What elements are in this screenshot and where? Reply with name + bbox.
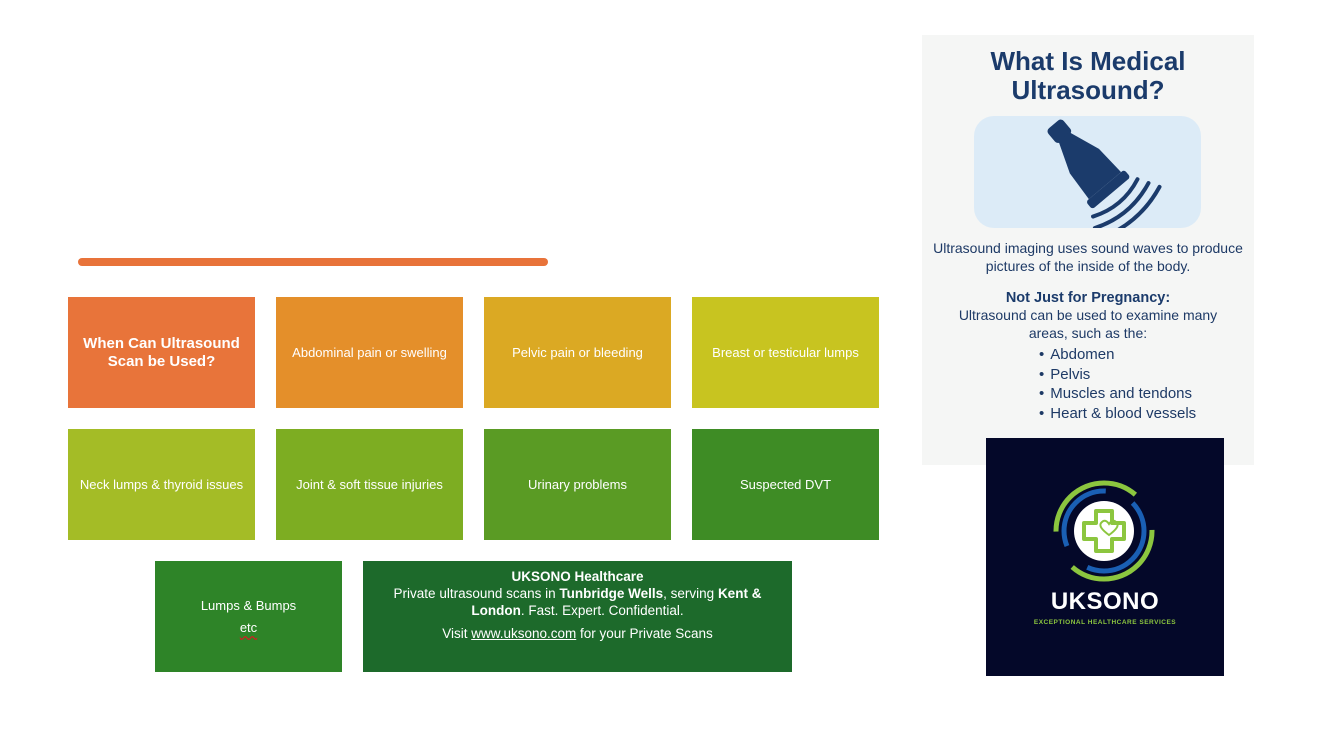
tile-abdominal-pain-text: Abdominal pain or swelling: [292, 345, 447, 360]
decorative-orange-stroke: [78, 258, 548, 266]
info-text-b: , serving: [663, 586, 718, 601]
tile-neck-lumps-text: Neck lumps & thyroid issues: [79, 477, 244, 492]
panel-subtext: Ultrasound can be used to examine many a…: [958, 307, 1218, 341]
tile-suspected-dvt: Suspected DVT: [692, 429, 879, 540]
tile-abdominal-pain: Abdominal pain or swelling: [276, 297, 463, 408]
tile-breast-lumps: Breast or testicular lumps: [692, 297, 879, 408]
ultrasound-info-panel: What Is Medical Ultrasound? Ultrasound i…: [922, 35, 1254, 465]
info-visit-line: Visit www.uksono.com for your Private Sc…: [377, 625, 778, 642]
list-item: Heart & blood vessels: [1039, 404, 1196, 424]
info-heading: UKSONO Healthcare: [511, 569, 644, 584]
tile-joint-injuries-text: Joint & soft tissue injuries: [296, 477, 443, 492]
tile-title-text: When Can Ultrasound Scan be Used?: [83, 334, 240, 370]
logo-name: UKSONO: [1050, 588, 1160, 615]
tile-suspected-dvt-text: Suspected DVT: [739, 477, 832, 492]
areas-list: Abdomen Pelvis Muscles and tendons Heart…: [1039, 345, 1196, 423]
tile-title: When Can Ultrasound Scan be Used?: [68, 297, 255, 408]
panel-subheading: Not Just for Pregnancy:: [1005, 290, 1171, 306]
list-item: Abdomen: [1039, 345, 1196, 365]
website-link[interactable]: www.uksono.com: [471, 626, 577, 641]
panel-title: What Is Medical Ultrasound?: [990, 46, 1186, 105]
tile-joint-injuries: Joint & soft tissue injuries: [276, 429, 463, 540]
info-text-c: . Fast. Expert. Confidential.: [520, 603, 684, 618]
tile-urinary-problems: Urinary problems: [484, 429, 671, 540]
list-item: Muscles and tendons: [1039, 384, 1196, 404]
tile-pelvic-pain: Pelvic pain or bleeding: [484, 297, 671, 408]
uksono-info-box: UKSONO Healthcare Private ultrasound sca…: [363, 561, 792, 672]
logo-tagline: EXCEPTIONAL HEALTHCARE SERVICES: [1033, 619, 1177, 626]
info-place-kent-london: Kent & London: [471, 586, 762, 618]
panel-description: Ultrasound imaging uses sound waves to p…: [933, 240, 1243, 274]
tile-urinary-problems-text: Urinary problems: [528, 477, 627, 492]
list-item: Pelvis: [1039, 365, 1196, 385]
medical-cross-heart-icon: [1053, 480, 1155, 582]
info-text-a: Private ultrasound scans in: [393, 586, 560, 601]
info-visit-b: for your Private Scans: [576, 626, 713, 641]
tile-lumps-bumps-text: Lumps & Bumps: [200, 598, 297, 613]
tile-breast-lumps-text: Breast or testicular lumps: [712, 345, 859, 360]
ultrasound-probe-icon: [974, 116, 1201, 242]
tile-lumps-bumps: Lumps & Bumps etc: [155, 561, 342, 672]
info-description: Private ultrasound scans in Tunbridge We…: [377, 585, 778, 619]
tile-neck-lumps: Neck lumps & thyroid issues: [68, 429, 255, 540]
tile-etc-text: etc: [239, 620, 258, 635]
uksono-logo: UKSONO EXCEPTIONAL HEALTHCARE SERVICES: [986, 438, 1224, 676]
tile-pelvic-pain-text: Pelvic pain or bleeding: [512, 345, 643, 360]
info-visit-a: Visit: [442, 626, 472, 641]
info-place-tunbridge: Tunbridge Wells: [559, 586, 664, 601]
